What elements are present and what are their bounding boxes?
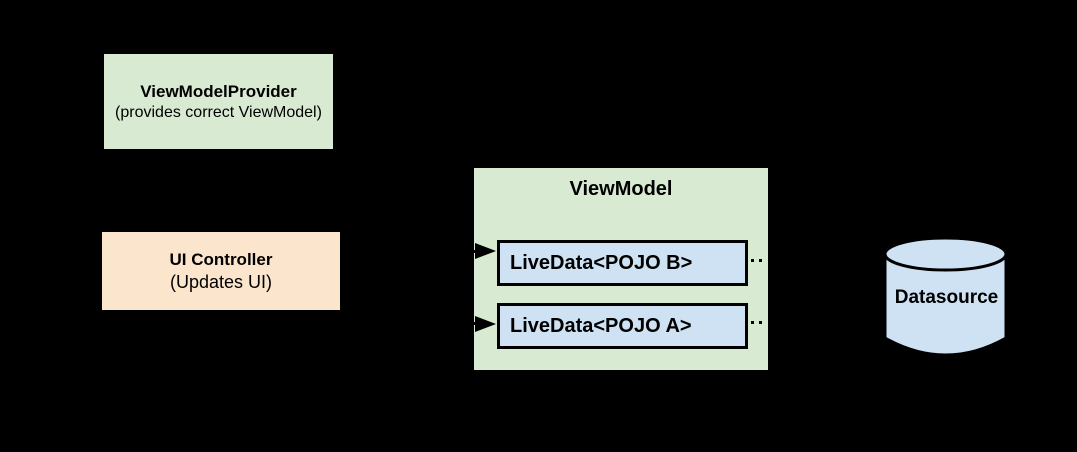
viewmodel-title: ViewModel — [569, 178, 673, 200]
arrowhead-right-icon — [475, 243, 496, 259]
datasource-cylinder-icon — [883, 236, 1008, 357]
ui-controller-title: UI Controller — [169, 250, 273, 269]
livedata-pojo-b-label: LiveData<POJO B> — [510, 251, 693, 274]
arrowhead-right-icon — [475, 316, 496, 332]
dashed-line-fragment — [751, 321, 754, 324]
dashed-line-fragment — [759, 321, 762, 324]
datasource-label: Datasource — [894, 287, 999, 308]
node-ui-controller: UI Controller (Updates UI) — [102, 232, 340, 310]
node-livedata-pojo-a: LiveData<POJO A> — [497, 303, 748, 349]
viewmodelprovider-subtitle: (provides correct ViewModel) — [115, 103, 322, 121]
node-viewmodel: ViewModel LiveData<POJO B> LiveData<POJO… — [474, 168, 768, 370]
dashed-line-fragment — [759, 259, 762, 262]
node-livedata-pojo-b: LiveData<POJO B> — [497, 240, 748, 286]
dashed-line-fragment — [751, 259, 754, 262]
ui-controller-subtitle: (Updates UI) — [169, 272, 273, 292]
node-viewmodelprovider: ViewModelProvider (provides correct View… — [104, 54, 333, 149]
livedata-pojo-a-label: LiveData<POJO A> — [510, 314, 692, 337]
viewmodelprovider-title: ViewModelProvider — [140, 81, 297, 101]
